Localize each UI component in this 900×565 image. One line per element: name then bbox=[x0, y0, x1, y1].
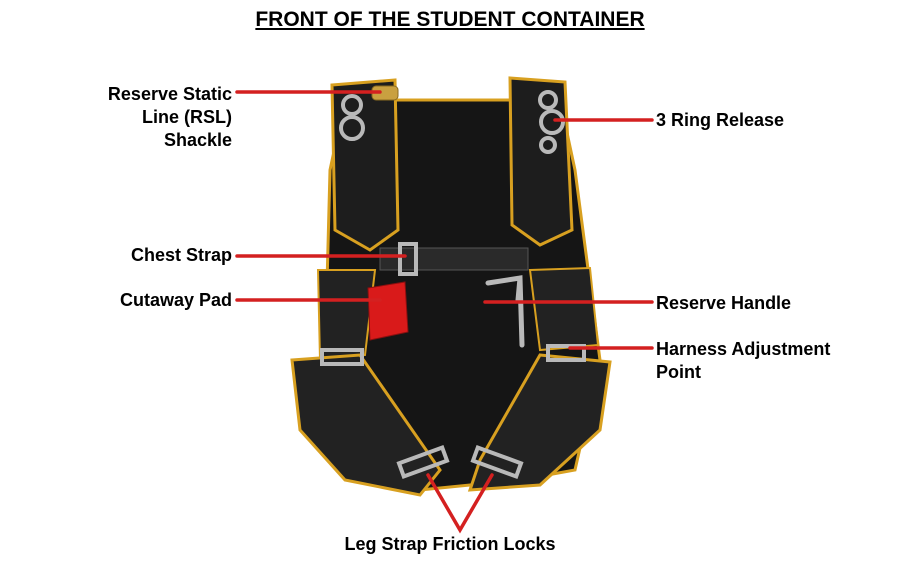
reserve-handle bbox=[485, 275, 525, 348]
three-ring-small bbox=[539, 136, 557, 154]
label-harness-text: Harness Adjustment Point bbox=[656, 339, 831, 382]
left-ring-top bbox=[341, 94, 363, 116]
three-ring-large bbox=[538, 90, 558, 110]
left-friction-lock bbox=[396, 444, 450, 480]
chest-strap-webbing bbox=[379, 247, 529, 271]
leg-leader-lines bbox=[426, 473, 494, 534]
label-chest-strap: Chest Strap bbox=[130, 245, 232, 265]
right-friction-lock bbox=[470, 444, 524, 480]
cutaway-pad bbox=[367, 281, 409, 341]
label-three-ring-release: 3 Ring Release bbox=[656, 110, 785, 130]
left-harness-adjuster bbox=[320, 348, 364, 366]
chest-strap-buckle bbox=[398, 242, 418, 276]
page-title: FRONT OF THE STUDENT CONTAINER bbox=[255, 8, 645, 31]
right-harness-adjuster bbox=[546, 344, 586, 362]
left-ring-mid bbox=[339, 115, 365, 141]
three-ring-medium bbox=[539, 109, 565, 135]
label-leg-strap-friction-locks: Leg Strap Friction Locks bbox=[344, 534, 556, 554]
label-reserve-static-line: Reserve Static Line (RSL) Shackle bbox=[108, 83, 232, 152]
label-rsl-text: Reserve Static Line (RSL) Shackle bbox=[107, 84, 232, 150]
label-cutaway-pad: Cutaway Pad bbox=[119, 290, 232, 310]
right-side-pad bbox=[528, 266, 600, 352]
label-reserve-handle: Reserve Handle bbox=[656, 293, 792, 313]
label-harness-adjustment: Harness Adjustment Point bbox=[656, 338, 830, 384]
left-shoulder-strap bbox=[330, 78, 400, 252]
left-side-pad bbox=[316, 269, 377, 362]
